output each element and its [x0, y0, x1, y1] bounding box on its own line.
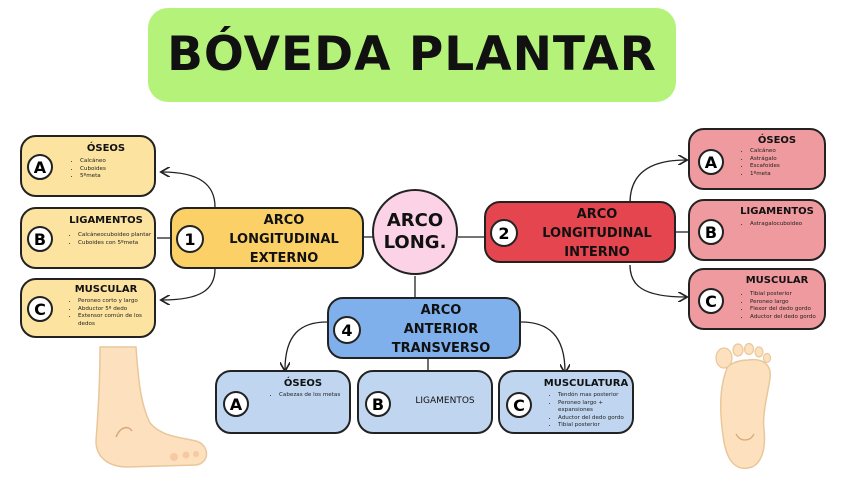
letter-badge: A — [698, 149, 724, 175]
arch-interno: 2 ARCO LONGITUDINAL INTERNO — [484, 201, 676, 263]
number-badge: 4 — [333, 316, 361, 344]
list-item: Cuboides — [80, 166, 106, 174]
list-item: 1ºmeta — [750, 171, 780, 179]
arch-label-line: ANTERIOR — [403, 322, 479, 337]
list-item: 5ºmeta — [80, 173, 106, 181]
card-heading: LIGAMENTOS — [69, 215, 143, 226]
list-item: Calcáneo — [80, 158, 106, 166]
card-heading: MUSCULAR — [74, 284, 138, 295]
card-heading: ÓSEOS — [86, 143, 126, 154]
arch-label: ARCO LONGITUDINAL INTERNO — [522, 205, 672, 262]
center-label-line: LONG. — [383, 232, 447, 253]
foot-side-icon — [95, 346, 208, 468]
letter-badge: A — [27, 154, 53, 180]
list-item: Astragalocuboideo — [750, 221, 802, 229]
list-item: Calcáneo — [750, 148, 780, 156]
card-list: Calcáneo Cuboides 5ºmeta — [68, 158, 106, 181]
list-item: Peroneo largo + expansiones — [558, 400, 632, 415]
letter-badge: C — [506, 392, 532, 418]
list-item: Aductor del dedo gordo — [558, 415, 632, 423]
number-badge: 1 — [176, 225, 204, 253]
list-item: Aductor del dedo gordo — [750, 314, 816, 322]
interno-card-muscular: C MUSCULAR Tibial posterior Peroneo larg… — [688, 268, 826, 330]
letter-badge: A — [223, 391, 249, 417]
arch-transverso: 4 ARCO ANTERIOR TRANSVERSO — [327, 297, 521, 359]
letter-badge: B — [365, 391, 391, 417]
arch-externo: 1 ARCO LONGITUDINAL EXTERNO — [170, 207, 364, 269]
arch-label: ARCO ANTERIOR TRANSVERSO — [365, 301, 517, 358]
list-item: Peroneo corto y largo — [78, 298, 154, 306]
externo-card-oseos: A ÓSEOS Calcáneo Cuboides 5ºmeta — [20, 135, 156, 197]
foot-sole-icon — [715, 342, 772, 470]
arch-label-line: TRANSVERSO — [391, 341, 491, 356]
list-item: Cuboides con 5ºmeta — [78, 240, 151, 248]
arch-label-line: ARCO — [263, 213, 305, 228]
card-heading: ÓSEOS — [757, 135, 797, 146]
center-label: ARCO LONG. — [374, 210, 456, 254]
list-item: Escafoides — [750, 163, 780, 171]
letter-badge: C — [698, 288, 724, 314]
arch-label-line: ARCO — [420, 303, 462, 318]
card-list: Peroneo corto y largo Abductor 5º dedo E… — [66, 298, 154, 328]
page-title: BÓVEDA PLANTAR — [167, 27, 657, 82]
card-list: Calcáneo Astrágalo Escafoides 1ºmeta — [738, 148, 780, 178]
list-item: Calcáneocuboideo plantar — [78, 232, 151, 240]
card-list: Cabezas de los metas — [267, 392, 340, 400]
card-heading: LIGAMENTOS — [415, 396, 475, 406]
arch-label-line: LONGITUDINAL — [229, 232, 339, 247]
list-item: Extensor común de los dedos — [78, 313, 154, 328]
interno-card-oseos: A ÓSEOS Calcáneo Astrágalo Escafoides 1º… — [688, 128, 826, 190]
card-list: Tibial posterior Peroneo largo Flexor de… — [738, 291, 816, 321]
letter-badge: C — [27, 296, 53, 322]
arch-label-line: EXTERNO — [249, 251, 319, 266]
list-item: Peroneo largo — [750, 299, 816, 307]
list-item: Tendón mas posterior — [558, 392, 632, 400]
interno-card-ligamentos: B LIGAMENTOS Astragalocuboideo — [688, 199, 826, 261]
center-label-line: ARCO — [386, 210, 444, 231]
card-heading: ÓSEOS — [283, 378, 323, 389]
center-node: ARCO LONG. — [372, 189, 458, 275]
externo-card-muscular: C MUSCULAR Peroneo corto y largo Abducto… — [20, 278, 156, 338]
list-item: Abductor 5º dedo — [78, 306, 154, 314]
title-banner: BÓVEDA PLANTAR — [148, 8, 676, 102]
transverso-card-musculatura: C MUSCULATURA Tendón mas posterior Peron… — [498, 370, 634, 434]
letter-badge: B — [27, 226, 53, 252]
externo-card-ligamentos: B LIGAMENTOS Calcáneocuboideo plantar Cu… — [20, 207, 156, 269]
list-item: Tibial posterior — [750, 291, 816, 299]
arch-label-line: ARCO — [576, 207, 618, 222]
transverso-card-oseos: A ÓSEOS Cabezas de los metas — [215, 370, 351, 434]
letter-badge: B — [698, 219, 724, 245]
list-item: Tibial posterior — [558, 422, 632, 430]
list-item: Flexor del dedo gordo — [750, 306, 816, 314]
card-list: Calcáneocuboideo plantar Cuboides con 5º… — [66, 232, 151, 247]
card-heading: MUSCULAR — [745, 275, 809, 286]
transverso-card-ligamentos: B LIGAMENTOS — [357, 370, 493, 434]
card-heading: LIGAMENTOS — [740, 206, 814, 217]
number-badge: 2 — [490, 219, 518, 247]
arch-label-line: LONGITUDINAL — [542, 226, 652, 241]
list-item: Cabezas de los metas — [279, 392, 340, 400]
arch-label-line: INTERNO — [564, 245, 630, 260]
list-item: Astrágalo — [750, 156, 780, 164]
card-heading: MUSCULATURA — [543, 378, 629, 389]
card-list: Tendón mas posterior Peroneo largo + exp… — [546, 392, 632, 430]
card-list: Astragalocuboideo — [738, 221, 802, 229]
arch-label: ARCO LONGITUDINAL EXTERNO — [208, 211, 360, 268]
